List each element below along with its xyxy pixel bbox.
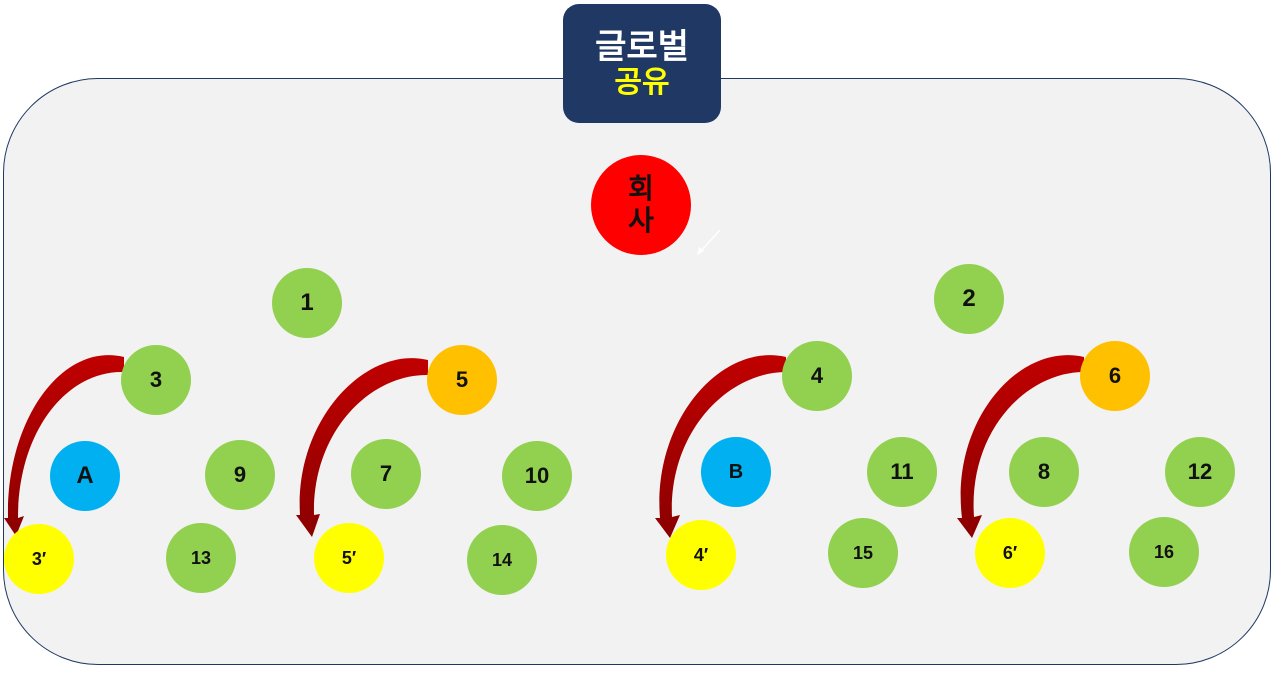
company-node: 회 사	[591, 155, 691, 255]
curved-arrow-5	[296, 358, 428, 537]
node-2: 2	[934, 264, 1004, 334]
node-5-prime: 5′	[314, 523, 384, 593]
node-4-prime: 4′	[666, 520, 736, 590]
small-white-arrowhead	[697, 247, 704, 255]
node-6-prime: 6′	[975, 518, 1045, 588]
node-4: 4	[782, 341, 852, 411]
node-3-prime: 3′	[4, 524, 74, 594]
title-line1: 글로벌	[595, 27, 689, 66]
small-white-arrow	[699, 229, 721, 253]
node-16: 16	[1129, 517, 1199, 587]
node-12: 12	[1165, 437, 1235, 507]
node-6: 6	[1080, 341, 1150, 411]
node-14: 14	[467, 525, 537, 595]
node-13: 13	[166, 523, 236, 593]
title-box: 글로벌 공유	[563, 4, 721, 123]
node-15: 15	[828, 518, 898, 588]
node-3: 3	[121, 345, 191, 415]
curved-arrow-4	[655, 355, 786, 538]
curved-arrow-3	[4, 355, 124, 536]
node-1: 1	[272, 268, 342, 338]
node-9: 9	[205, 440, 275, 510]
node-b: B	[701, 437, 771, 507]
node-8: 8	[1009, 437, 1079, 507]
node-a: A	[50, 441, 120, 511]
node-7: 7	[351, 439, 421, 509]
node-5: 5	[427, 345, 497, 415]
title-line2: 공유	[614, 65, 670, 99]
curved-arrow-6	[957, 355, 1084, 538]
node-10: 10	[502, 441, 572, 511]
node-11: 11	[867, 437, 937, 507]
